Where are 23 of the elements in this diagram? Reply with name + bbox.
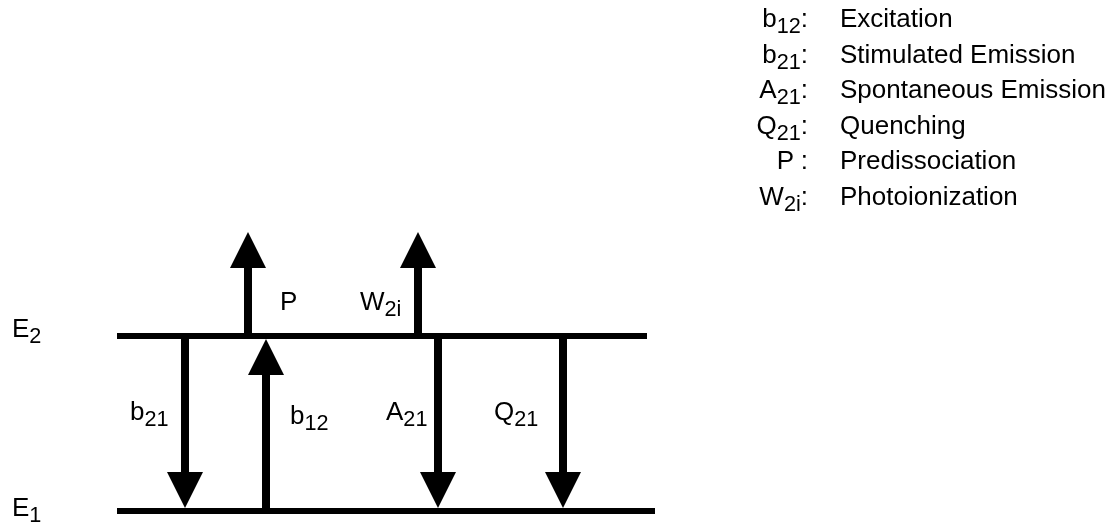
edge-label: Q$_{21}$: [494, 396, 539, 434]
level-label: E$_{2}$: [12, 313, 42, 351]
symbol-label: b$_{21}$:: [762, 38, 808, 76]
edge-label: P: [280, 286, 298, 316]
process-label: Predissociation: [840, 145, 1017, 175]
edge-label: A$_{21}$: [386, 396, 428, 434]
process-label: Photoionization: [840, 180, 1018, 211]
process-label: Stimulated Emission: [840, 38, 1076, 69]
symbol-label: P :: [776, 145, 808, 175]
process-label: Spontaneous Emission: [840, 74, 1106, 104]
arrow: [230, 232, 266, 333]
edge-label: b$_{12}$: [290, 400, 329, 438]
process-label: Quenching: [840, 109, 966, 140]
level-label: E$_{1}$: [12, 492, 42, 530]
arrow: [248, 339, 284, 508]
process-label: Excitation: [840, 3, 953, 33]
edge-label: b$_{21}$: [130, 396, 169, 434]
symbol-label: Q$_{21}$:: [756, 109, 808, 147]
symbol-label: b$_{12}$:: [762, 3, 808, 41]
arrow: [400, 232, 436, 333]
symbol-label: A$_{21}$:: [759, 74, 808, 112]
edge-label: W$_{2i}$: [360, 286, 402, 324]
symbol-label: W$_{2i}$:: [759, 180, 808, 218]
